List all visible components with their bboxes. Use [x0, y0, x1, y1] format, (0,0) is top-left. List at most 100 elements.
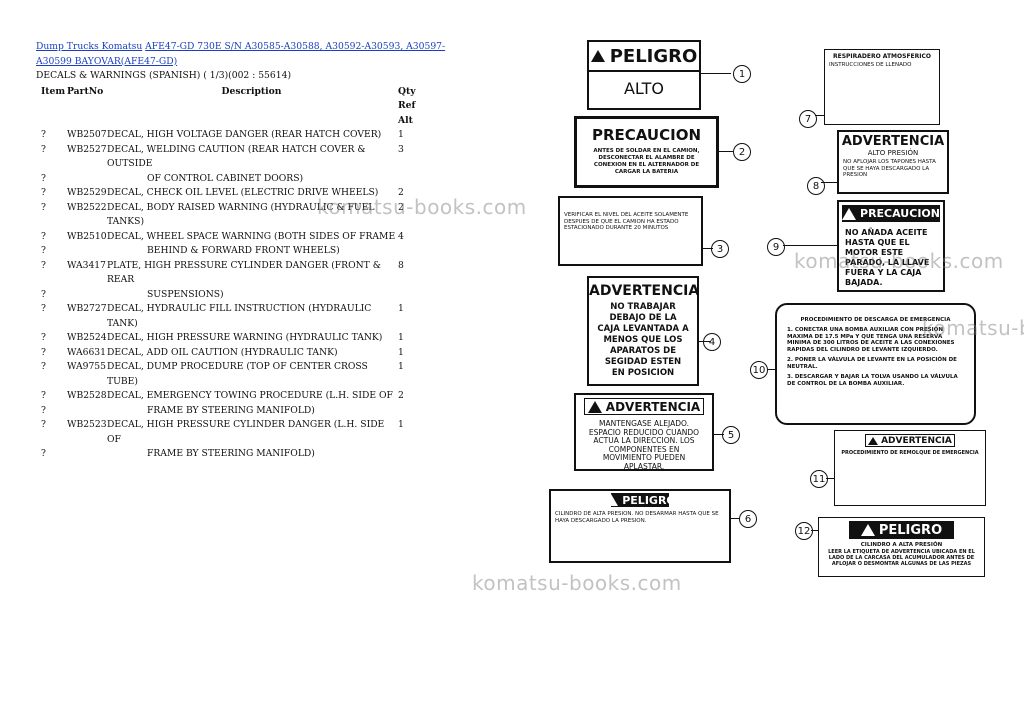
- decal-5-body: MANTENGASE ALEJADO. ESPACIO REDUCIDO CUA…: [588, 419, 700, 471]
- qty-cell: 2: [398, 201, 404, 213]
- leader-line: [815, 115, 825, 116]
- col-partno: PartNo: [67, 85, 104, 97]
- decal-3: VERIFICAR EL NIVEL DEL ACEITE SOLAMENTE …: [558, 196, 703, 266]
- partno-cell: [67, 244, 107, 259]
- callout-11[interactable]: 11: [810, 470, 828, 488]
- description-cell: DECAL, EMERGENCY TOWING PROCEDURE (L.H. …: [107, 390, 393, 401]
- description-cell: DECAL, DUMP PROCEDURE (TOP OF CENTER CRO…: [107, 361, 368, 387]
- leader-line: [719, 151, 733, 152]
- watermark: komatsu-books.com: [472, 571, 682, 595]
- decal-8-head: ADVERTENCIA: [841, 134, 945, 149]
- partno-cell: WA9755: [67, 361, 107, 372]
- breadcrumb-link-model[interactable]: AFE47-GD 730E S/N A30585-A30588, A30592-…: [36, 41, 446, 67]
- warning-triangle-icon: [604, 494, 619, 506]
- description-cell: FRAME BY STEERING MANIFOLD): [147, 404, 315, 416]
- item-cell: ?: [41, 230, 46, 242]
- leader-line: [703, 248, 713, 249]
- col-item: Item: [41, 85, 66, 97]
- callout-4[interactable]: 4: [703, 333, 721, 351]
- partno-cell: WB2523: [67, 419, 107, 430]
- item-cell: ?: [41, 448, 46, 459]
- parts-list-panel: Dump Trucks Komatsu AFE47-GD 730E S/N A3…: [36, 40, 466, 462]
- item-cell: ?: [41, 346, 46, 358]
- decal-10-head: PROCEDIMIENTO DE DESCARGA DE EMERGENCIA: [800, 317, 951, 323]
- decal-9-body: NO AÑADA ACEITE HASTA QUE EL MOTOR ESTE …: [845, 228, 930, 287]
- description-cell: DECAL, HIGH PRESSURE WARNING (HYDRAULIC …: [107, 332, 383, 343]
- callout-2[interactable]: 2: [733, 143, 751, 161]
- description-cell: OF CONTROL CABINET DOORS): [147, 172, 304, 184]
- callout-10[interactable]: 10: [750, 361, 768, 379]
- item-cell: ?: [41, 259, 46, 271]
- callout-1[interactable]: 1: [733, 65, 751, 83]
- partno-cell: WB2529: [67, 187, 107, 198]
- callout-3[interactable]: 3: [711, 240, 729, 258]
- description-cell: DECAL, HIGH VOLTAGE DANGER (REAR HATCH C…: [107, 129, 382, 140]
- callout-8[interactable]: 8: [807, 177, 825, 195]
- decal-illustration: PELIGRO ALTO VOLTAGE PRECAUCION ANTES DE…: [545, 30, 1024, 590]
- decal-7-body: INSTRUCCIONES DE LLENADO: [829, 62, 912, 68]
- decal-4-head: ADVERTENCIA: [589, 283, 699, 299]
- description-cell: DECAL, WELDING CAUTION (REAR HATCH COVER…: [107, 143, 366, 170]
- decal-10-step2: 2. PONER LA VÁLVULA DE LEVANTE EN LA POS…: [787, 357, 957, 370]
- item-cell: ?: [41, 129, 46, 140]
- item-cell: ?: [41, 404, 46, 416]
- decal-2-head: PRECAUCION: [591, 126, 702, 144]
- item-cell: ?: [41, 172, 46, 184]
- leader-line: [826, 478, 834, 479]
- qty-cell: 1: [398, 361, 404, 372]
- partno-cell: [67, 447, 107, 462]
- decal-9-head: PRECAUCION: [860, 207, 940, 220]
- decal-11: ADVERTENCIA PROCEDIMIENTO DE REMOLQUE DE…: [834, 430, 986, 506]
- decal-11-sub: PROCEDIMIENTO DE REMOLQUE DE EMERGENCIA: [841, 450, 979, 456]
- description-cell: DECAL, BODY RAISED WARNING (HYDRAULIC & …: [107, 201, 375, 228]
- qty-cell: 1: [398, 303, 404, 314]
- callout-6[interactable]: 6: [739, 510, 757, 528]
- description-cell: DECAL, WHEEL SPACE WARNING (BOTH SIDES O…: [107, 230, 396, 242]
- qty-cell: 3: [398, 143, 404, 155]
- decal-7: RESPIRADERO ATMOSFERICO INSTRUCCIONES DE…: [824, 49, 940, 125]
- decal-1-head: PELIGRO: [609, 45, 698, 67]
- callout-9[interactable]: 9: [767, 238, 785, 256]
- col-qty-ref-alt: Qty Ref Alt: [398, 85, 416, 126]
- leader-line: [767, 369, 775, 370]
- partno-cell: WB2527: [67, 143, 107, 155]
- item-cell: ?: [41, 245, 46, 256]
- leader-line: [783, 245, 837, 246]
- qty-cell: 1: [398, 419, 404, 430]
- item-cell: ?: [41, 143, 46, 155]
- watermark: komatsu-books.com: [922, 316, 1024, 340]
- leader-line: [821, 182, 837, 183]
- qty-cell: 4: [398, 230, 404, 242]
- decal-8-body: NO AFLOJAR LOS TAPONES HASTA QUE SE HAYA…: [843, 159, 936, 178]
- decal-9: PRECAUCION NO AÑADA ACEITE HASTA QUE EL …: [837, 200, 945, 292]
- col-description: Description: [221, 85, 282, 97]
- qty-cell: 2: [398, 390, 404, 401]
- decal-5-head: ADVERTENCIA: [605, 399, 701, 414]
- partno-cell: WB2524: [67, 332, 107, 343]
- warning-triangle-icon: [590, 50, 605, 62]
- partno-cell: WB2522: [67, 201, 107, 213]
- callout-12[interactable]: 12: [795, 522, 813, 540]
- decal-2: PRECAUCION ANTES DE SOLDAR EN EL CAMION,…: [574, 116, 719, 188]
- decal-1-body: ALTO VOLTAGE: [623, 79, 665, 98]
- item-cell: ?: [41, 419, 46, 430]
- callout-5[interactable]: 5: [722, 426, 740, 444]
- table-row: ? FRAME BY STEERING MANIFOLD): [36, 404, 466, 419]
- description-cell: DECAL, ADD OIL CAUTION (HYDRAULIC TANK): [107, 346, 338, 358]
- decal-8-sub: ALTO PRESIÓN: [867, 149, 919, 157]
- decal-5: ADVERTENCIA MANTENGASE ALEJADO. ESPACIO …: [574, 393, 714, 471]
- decal-4: ADVERTENCIA NO TRABAJAR DEBAJO DE LA CAJ…: [587, 276, 699, 386]
- decal-12-sub: CILINDRO A ALTA PRESIÓN: [860, 542, 943, 548]
- partno-cell: WB2727: [67, 303, 107, 314]
- decal-4-body: NO TRABAJAR DEBAJO DE LA CAJA LEVANTADA …: [597, 302, 689, 378]
- breadcrumb-link-category[interactable]: Dump Trucks Komatsu: [36, 41, 143, 52]
- partno-cell: [67, 404, 107, 419]
- callout-7[interactable]: 7: [799, 110, 817, 128]
- description-cell: DECAL, CHECK OIL LEVEL (ELECTRIC DRIVE W…: [107, 187, 379, 198]
